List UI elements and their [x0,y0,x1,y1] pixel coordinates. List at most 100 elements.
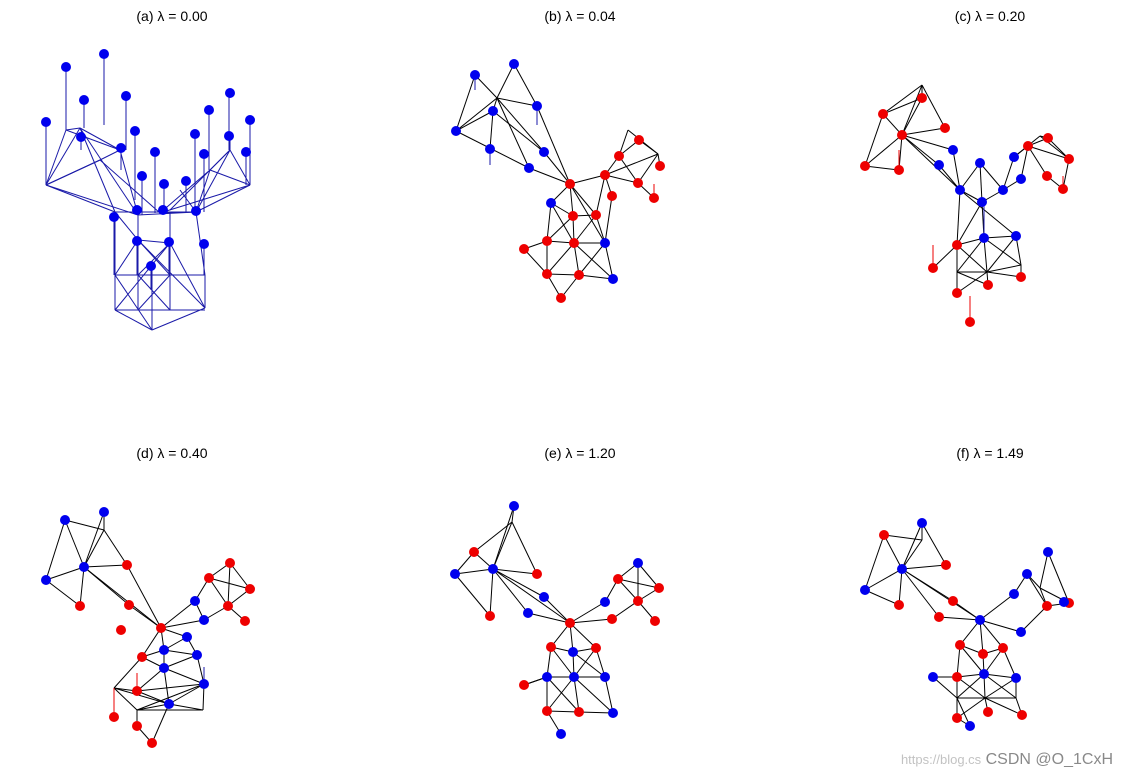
panel-c-title: (c) λ = 0.20 [955,8,1026,24]
red-node [542,269,552,279]
blue-node [488,106,498,116]
blue-node [897,564,907,574]
network-edge [1047,551,1070,604]
red-node [546,642,556,652]
blue-node [181,176,191,186]
blue-node [509,59,519,69]
network-edge [898,568,903,606]
network-edge [864,134,903,167]
network-edge [959,162,981,191]
network-edge [983,237,1022,266]
red-node [574,707,584,717]
network-edge [83,564,128,568]
red-node [109,712,119,722]
blue-node [164,699,174,709]
blue-node [225,88,235,98]
network-edge [128,604,162,629]
network-edge [956,201,983,246]
network-edge [956,237,985,273]
network-edge [65,127,81,131]
network-edge [1002,647,1017,679]
blue-node [1016,174,1026,184]
blue-node [451,126,461,136]
network-edge [195,169,211,213]
red-node [132,721,142,731]
network-edge [546,215,574,242]
network-edge [979,162,983,203]
red-node [1058,184,1068,194]
network-edge [83,529,105,568]
network-edge [604,174,639,184]
network-edge [901,134,940,166]
network-edge [637,153,659,184]
red-node [1042,171,1052,181]
network-edge [921,84,946,129]
blue-node [190,129,200,139]
blue-node [542,672,552,682]
network-edge [209,169,251,186]
network-edge [64,519,85,568]
network-edge [1020,145,1029,180]
network-edge [604,195,613,244]
network-edge [492,568,538,575]
network-edge [959,619,981,646]
network-edge [618,155,639,184]
network-edge [492,568,545,598]
network-edge [864,568,903,591]
red-node [565,179,575,189]
red-node [998,643,1008,653]
network-edge [901,568,940,618]
blue-node [523,608,533,618]
network-edge [573,214,597,244]
blue-node [99,49,109,59]
network-edge [550,622,571,648]
blue-node [132,236,142,246]
network-edge [137,239,171,276]
network-edge [528,167,571,185]
network-edge [938,616,981,621]
red-node [654,583,664,593]
red-node [1043,133,1053,143]
network-edge [979,619,984,655]
red-node [983,280,993,290]
blue-node [977,197,987,207]
network-edge [136,683,205,711]
blue-node [76,132,86,142]
blue-node [524,163,534,173]
blue-node [199,615,209,625]
network-edge [979,162,1004,191]
red-node [469,547,479,557]
network-edge [513,63,538,107]
panel-e-network [450,501,664,739]
network-edge [137,242,171,276]
red-node [894,600,904,610]
network-edge [956,673,985,699]
network-edge [79,127,116,213]
network-edge [573,647,597,678]
blue-node [934,160,944,170]
blue-node [998,185,1008,195]
red-node [519,680,529,690]
network-edge [160,619,205,629]
network-edge [163,649,198,656]
network-edge [492,568,529,614]
blue-node [556,729,566,739]
network-edge [496,97,545,153]
network-edge [64,519,105,531]
network-edge [159,169,211,214]
network-edge [45,184,116,213]
blue-node [182,632,192,642]
blue-node [121,91,131,101]
blue-node [61,62,71,72]
network-edge [454,573,491,617]
network-edge [543,596,571,624]
network-edge [864,589,900,606]
network-edge [114,242,171,311]
network-edge [113,687,138,711]
red-node [485,611,495,621]
network-edge [229,149,251,186]
network-edge [546,710,580,713]
network-edge [901,568,981,621]
network-edge [572,651,606,678]
network-edge [979,593,1015,621]
